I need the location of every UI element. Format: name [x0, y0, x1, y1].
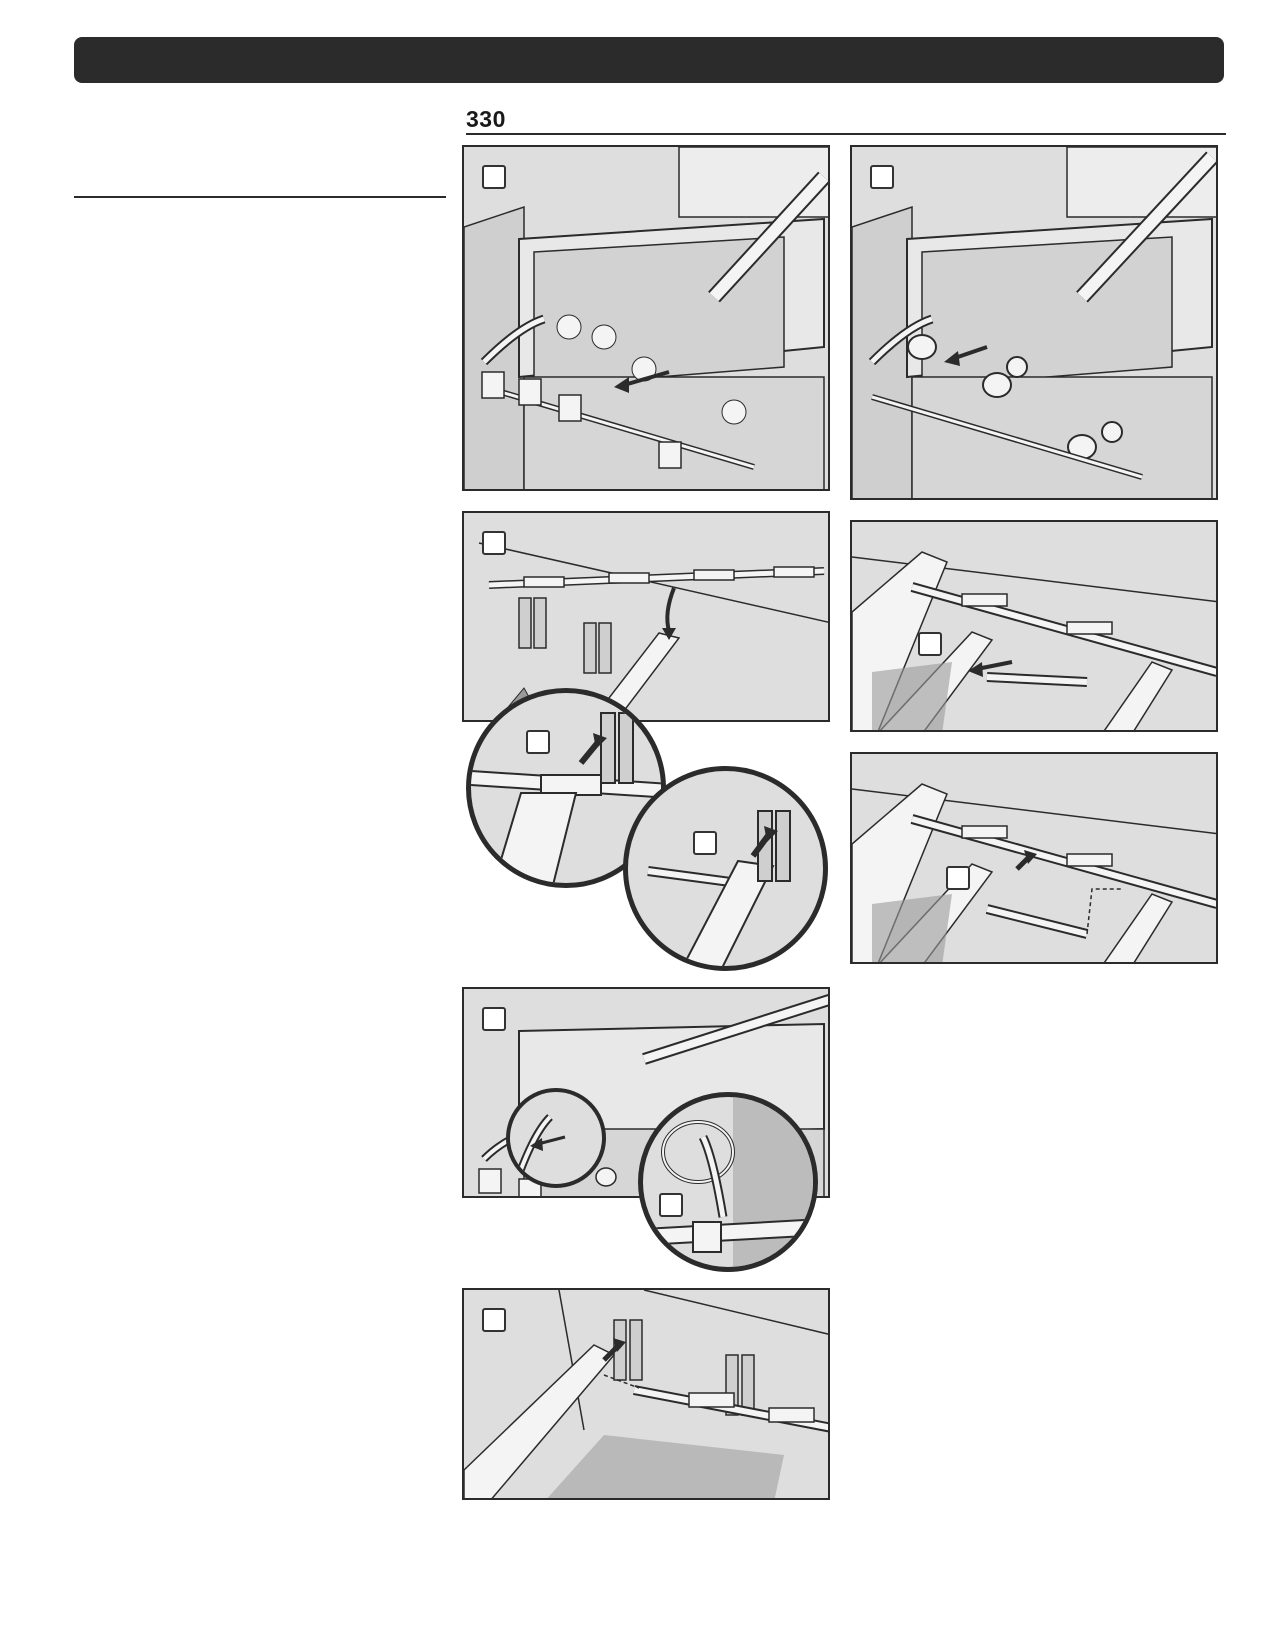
figure-f-detail-1-illustration: [516, 1114, 566, 1174]
figure-c-detail-1-step-box: [526, 730, 550, 754]
figure-d-step-box: [918, 632, 942, 656]
figure-g-panel: [462, 1288, 830, 1500]
figure-f-detail-2-step-box: [659, 1193, 683, 1217]
section-number: 330: [466, 106, 506, 132]
figure-f-detail-circle-2: [638, 1092, 818, 1272]
figure-g-illustration: [464, 1290, 828, 1498]
figure-c-detail-1-illustration: [471, 712, 661, 883]
figure-d-panel: [850, 520, 1218, 732]
figure-e-panel: [850, 752, 1218, 964]
figure-c-panel: [462, 511, 830, 722]
figure-c-illustration: [464, 513, 828, 720]
figure-b-step-box: [870, 165, 894, 189]
figure-a-illustration: [464, 147, 828, 489]
figure-f-step-box: [482, 1007, 506, 1031]
figure-a-panel: [462, 145, 830, 491]
figure-c-step-box: [482, 531, 506, 555]
header-bar: [74, 37, 1224, 83]
figure-b-illustration: [852, 147, 1216, 498]
section-rule: [466, 133, 1226, 135]
figure-c-detail-circle-2: [623, 766, 828, 971]
left-column-rule: [74, 196, 446, 198]
figure-g-step-box: [482, 1308, 506, 1332]
figure-f-detail-circle-1: [506, 1088, 606, 1188]
figure-f-detail-2-illustration: [643, 1097, 813, 1267]
figure-e-step-box: [946, 866, 970, 890]
figure-d-illustration: [852, 551, 1216, 730]
figure-a-step-box: [482, 165, 506, 189]
figure-e-illustration: [852, 783, 1216, 962]
figure-b-panel: [850, 145, 1218, 500]
figure-c-detail-2-illustration: [647, 810, 791, 966]
figure-c-detail-2-step-box: [693, 831, 717, 855]
